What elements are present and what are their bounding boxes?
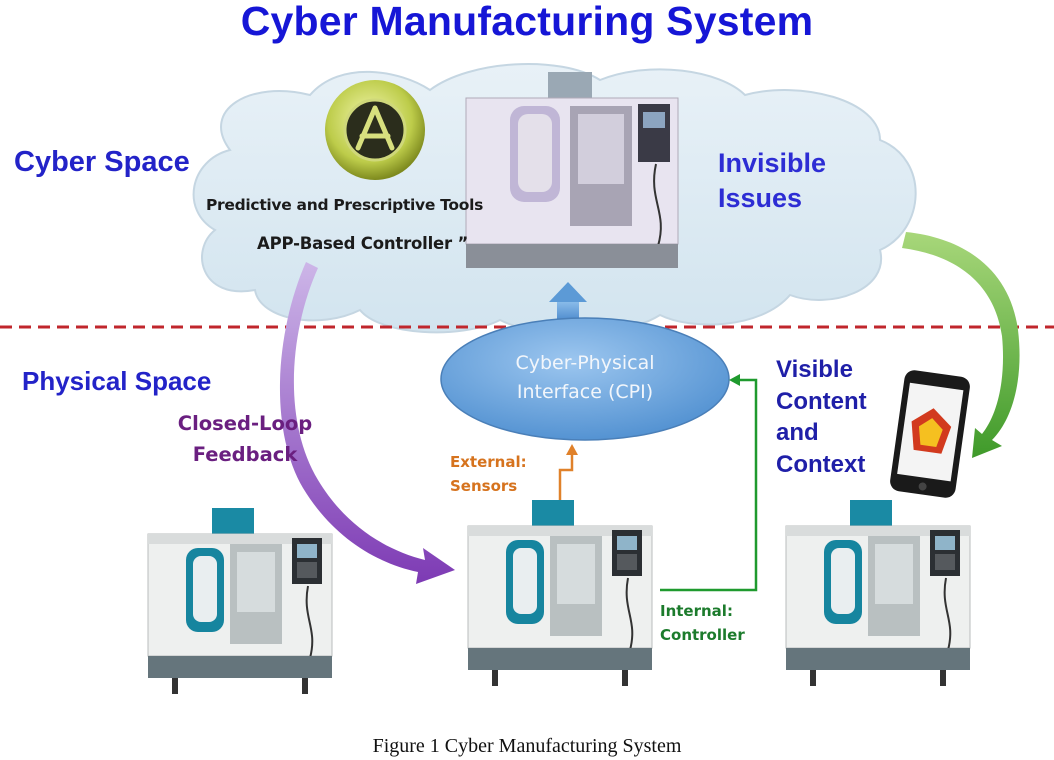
- external-sensors-line: External:: [450, 453, 527, 471]
- figure-caption: Figure 1 Cyber Manufacturing System: [372, 735, 682, 757]
- app-controller-label: APP-Based Controller ”: [257, 234, 469, 253]
- internal-controller-line: [660, 374, 758, 592]
- physical-cnc-machine-right-icon: [785, 499, 971, 687]
- external-sensors-line: Sensors: [450, 477, 518, 495]
- page-title: Cyber Manufacturing System: [240, 0, 814, 44]
- smartphone-icon: [890, 370, 970, 498]
- predictive-tools-label: Predictive and Prescriptive Tools: [206, 196, 484, 214]
- invisible-issues-line: Invisible: [718, 148, 827, 178]
- visible-context-arrow: [902, 232, 1020, 458]
- internal-controller-label: Internal: Controller: [660, 599, 745, 647]
- physical-cnc-machine-left-icon: [147, 507, 333, 695]
- visible-content-line: Context: [776, 450, 866, 478]
- internal-controller-line: Controller: [660, 626, 745, 644]
- cpi-label-line: Interface (CPI): [516, 381, 654, 403]
- cpi-label: Cyber-Physical Interface (CPI): [454, 349, 716, 407]
- external-sensor-line: [558, 444, 578, 512]
- visible-content-label: Visible Content and Context: [776, 354, 867, 480]
- cpi-ellipse: [440, 317, 730, 441]
- invisible-issues-line: Issues: [718, 183, 803, 213]
- cpi-to-cloud-arrow: [549, 282, 587, 322]
- cloud-cnc-machine-icon: [465, 72, 679, 268]
- closed-loop-feedback-label: Closed-Loop Feedback: [160, 408, 330, 470]
- app-store-icon: [325, 80, 425, 180]
- visible-content-line: Visible: [776, 356, 853, 383]
- physical-space-label: Physical Space: [22, 366, 212, 396]
- cyber-space-label: Cyber Space: [14, 146, 190, 178]
- visible-content-line: Content: [776, 387, 867, 415]
- closed-loop-feedback-arrow: [279, 262, 455, 584]
- invisible-issues-label: Invisible Issues: [718, 146, 826, 216]
- internal-controller-line: Internal:: [660, 602, 733, 620]
- closed-loop-line: Feedback: [192, 443, 298, 466]
- cpi-label-line: Cyber-Physical: [515, 352, 655, 374]
- physical-cnc-machine-middle-icon: [467, 499, 653, 687]
- external-sensors-label: External: Sensors: [450, 450, 527, 498]
- closed-loop-line: Closed-Loop: [177, 412, 313, 435]
- visible-content-line: and: [776, 419, 819, 446]
